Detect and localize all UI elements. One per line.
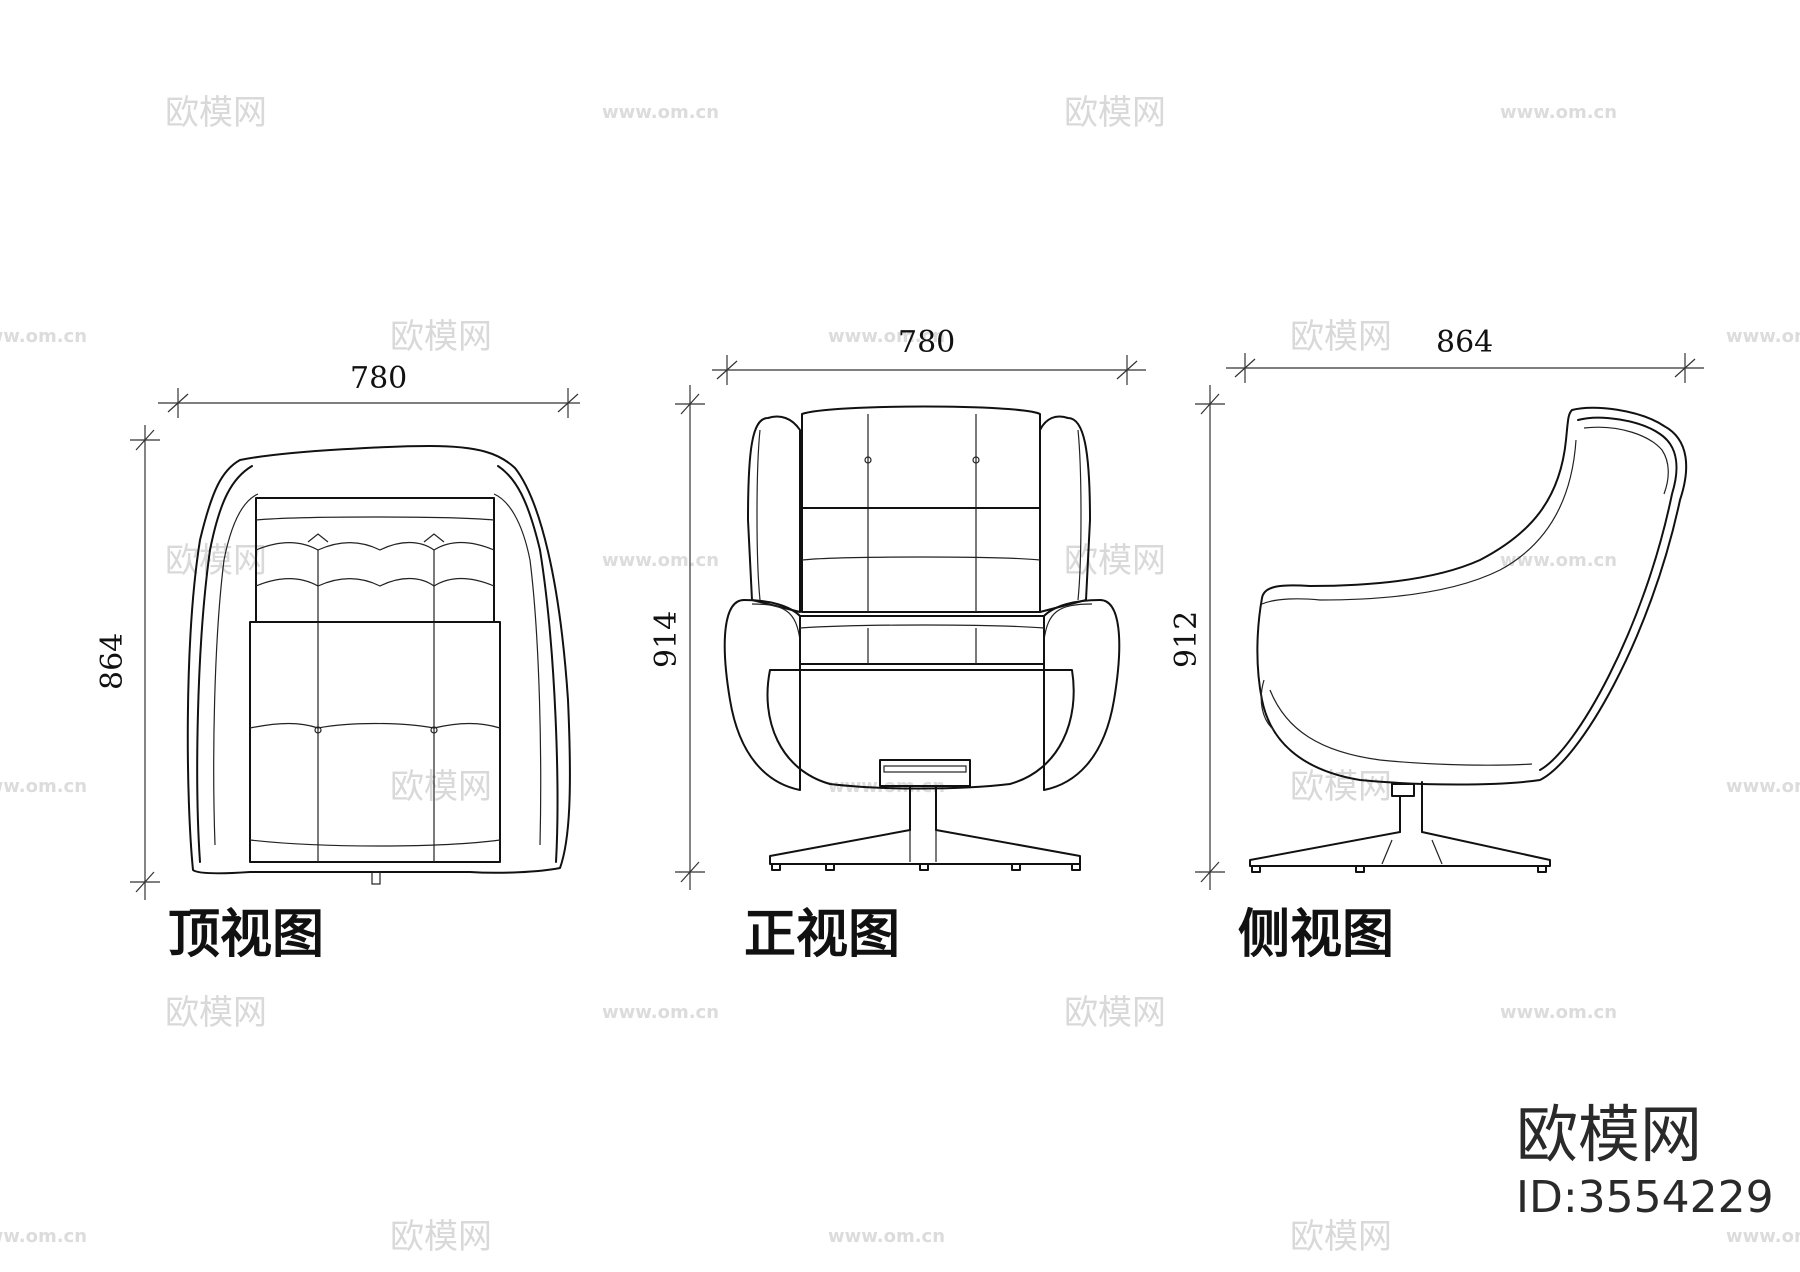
- side-depth-value: 864: [1436, 325, 1493, 360]
- watermark-logo: 欧模网: [390, 767, 492, 807]
- front-view: 780 914: [649, 325, 1146, 965]
- watermark-layer: 欧模网 www.om.cn 欧模网 www.om.cn www.om.cn 欧模…: [0, 93, 1800, 1257]
- watermark-logo: 欧模网: [1290, 317, 1392, 357]
- side-depth-dimension: 864: [1226, 325, 1704, 383]
- watermark-logo: 欧模网: [1290, 1217, 1392, 1257]
- side-view: 864 912 侧视图: [1169, 325, 1704, 965]
- brand-id: ID:3554229: [1516, 1172, 1774, 1223]
- watermark-url: www.om.cn: [0, 776, 87, 797]
- watermark-logo: 欧模网: [165, 93, 267, 133]
- top-view-label: 顶视图: [168, 904, 324, 965]
- side-height-dimension: 912: [1169, 385, 1225, 890]
- watermark-logo: 欧模网: [390, 317, 492, 357]
- watermark-logo: 欧模网: [1064, 93, 1166, 133]
- side-chair-drawing: [1249, 406, 1688, 873]
- watermark-logo: 欧模网: [165, 993, 267, 1033]
- front-height-dimension: 914: [649, 385, 705, 890]
- side-view-label: 侧视图: [1238, 904, 1394, 965]
- watermark-url: www.om.cn: [828, 1226, 945, 1247]
- front-height-value: 914: [649, 611, 684, 668]
- watermark-url: www.om.cn: [1500, 1002, 1617, 1023]
- watermark-logo: 欧模网: [1290, 767, 1392, 807]
- watermark-url: www.om.cn: [1500, 102, 1617, 123]
- watermark-logo: 欧模网: [390, 1217, 492, 1257]
- watermark-url: www.om.cn: [1500, 550, 1617, 571]
- watermark-url: www.om.cn: [0, 326, 87, 347]
- top-chair-drawing: [186, 445, 571, 885]
- top-depth-value: 864: [95, 633, 130, 690]
- brand-block: 欧模网 ID:3554229: [1516, 1098, 1774, 1223]
- front-view-label: 正视图: [744, 904, 900, 965]
- side-height-value: 912: [1169, 611, 1204, 668]
- watermark-url: www.om.cn: [828, 326, 945, 347]
- brand-name: 欧模网: [1516, 1098, 1702, 1171]
- front-chair-drawing: [723, 405, 1121, 871]
- top-view: 780 864: [95, 361, 580, 965]
- top-width-dimension: 780: [158, 361, 580, 418]
- watermark-url: www.om.cn: [602, 102, 719, 123]
- top-width-value: 780: [350, 361, 407, 396]
- watermark-url: www.om.cn: [1726, 776, 1800, 797]
- watermark-url: www.om.cn: [602, 550, 719, 571]
- watermark-url: www.om.cn: [0, 1226, 87, 1247]
- watermark-logo: 欧模网: [165, 541, 267, 581]
- watermark-url: www.om.cn: [602, 1002, 719, 1023]
- front-width-value: 780: [898, 325, 955, 360]
- watermark-url: www.om.cn: [1726, 326, 1800, 347]
- front-width-dimension: 780: [712, 325, 1146, 385]
- watermark-logo: 欧模网: [1064, 993, 1166, 1033]
- top-depth-dimension: 864: [95, 425, 160, 900]
- watermark-url: www.om.cn: [1726, 1226, 1800, 1247]
